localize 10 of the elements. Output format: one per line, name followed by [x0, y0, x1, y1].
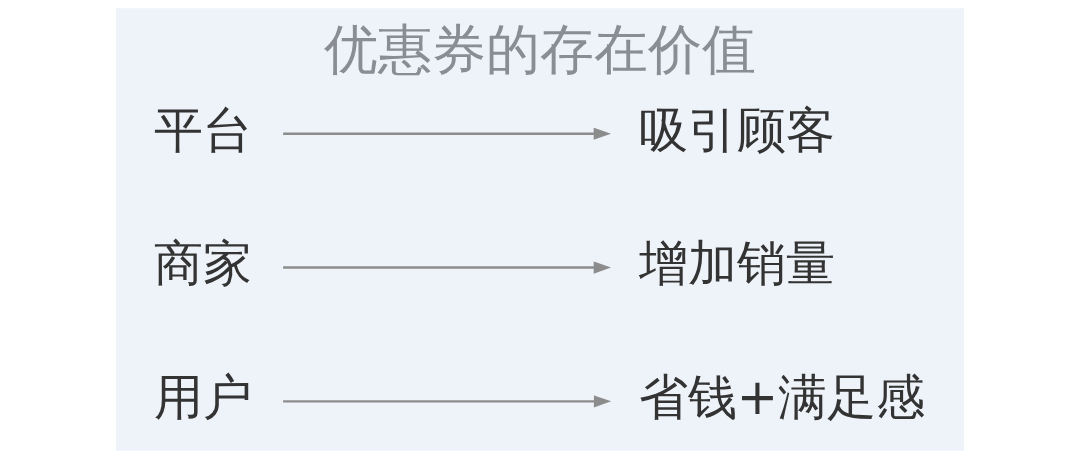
node-text: 用户 — [153, 368, 252, 427]
arrow — [282, 127, 611, 140]
node-text: 增加销量 — [638, 234, 835, 293]
arrow — [282, 261, 611, 274]
node-text: 平台 — [153, 100, 252, 159]
diagram-title: 优惠券的存在价值 — [323, 17, 756, 81]
node-text: 商家 — [153, 234, 252, 293]
node-text: 吸引顾客 — [638, 100, 835, 159]
arrow — [282, 395, 611, 408]
node-text: 省钱+满足感 — [638, 368, 925, 427]
